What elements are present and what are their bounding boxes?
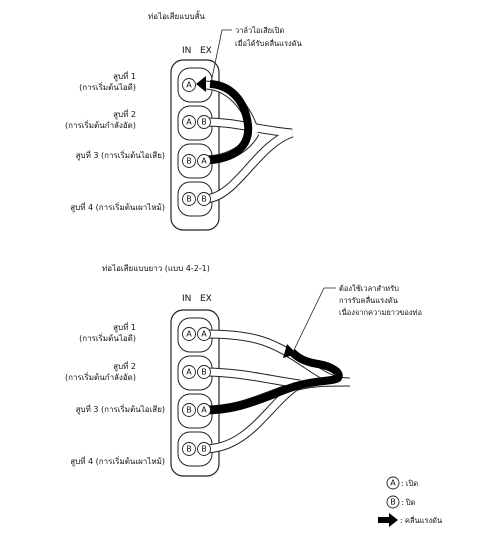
svg-text:B: B [186, 406, 192, 415]
svg-text:A: A [201, 406, 207, 415]
long-header-ex: EX [200, 294, 212, 304]
svg-text:B: B [186, 195, 192, 204]
long-cyl1-label-1: สูบที่ 1 [113, 321, 136, 333]
long-cyl1-label-2: (การเริ่มต้นไอดี) [79, 332, 136, 343]
short-title: ท่อไอเสียแบบสั้น [148, 10, 205, 21]
svg-text:A: A [186, 118, 192, 127]
long-callout-line-3: เนื่องจากความยาวของท่อ [339, 307, 422, 317]
short-valves: A A B B A B B [182, 78, 211, 206]
long-cyl2-label-1: สูบที่ 2 [113, 360, 136, 372]
svg-text:B: B [201, 445, 207, 454]
svg-text:B: B [201, 195, 207, 204]
short-callout-line-1: วาล์วไอเสียเปิด [235, 26, 284, 35]
svg-text:A: A [186, 330, 192, 339]
short-pressure-wave [196, 76, 253, 164]
legend-closed-symbol [386, 495, 400, 509]
long-title: ท่อไอเสียแบบยาว (แบบ 4-2-1) [102, 264, 210, 273]
svg-text:B: B [201, 118, 207, 127]
legend-open-symbol [386, 476, 400, 490]
svg-text:B: B [186, 445, 192, 454]
short-cyl3-label: สูบที่ 3 (การเริ่มต้นไอเสีย) [76, 149, 165, 161]
svg-text:A: A [390, 479, 396, 488]
short-cyl2-label-2: (การเริ่มต้นกำลังอัด) [65, 119, 136, 130]
svg-text:B: B [201, 368, 207, 377]
svg-text:A: A [186, 368, 192, 377]
short-header-in: IN [182, 46, 191, 56]
long-pressure-wave [203, 344, 343, 414]
svg-text:A: A [186, 81, 192, 90]
long-callout-line-1: ต้องใช้เวลาสำหรับ [339, 284, 399, 293]
svg-text:B: B [186, 157, 192, 166]
short-callout-line-2: เมื่อได้รับคลื่นแรงดัน [235, 38, 302, 48]
legend: A : เปิด B : ปิด : คลื่นแรงดัน [378, 476, 442, 527]
svg-text:B: B [390, 498, 396, 507]
long-cyl4-label: สูบที่ 4 (การเริ่มต้นเผาไหม้) [70, 455, 165, 467]
short-header-ex: EX [200, 46, 212, 56]
long-valves: A A A B B A B B [182, 327, 211, 456]
svg-text:A: A [201, 157, 207, 166]
svg-text:A: A [201, 330, 207, 339]
long-cyl3-label: สูบที่ 3 (การเริ่มต้นไอเสีย) [76, 403, 165, 415]
long-cyl2-label-2: (การเริ่มต้นกำลังอัด) [65, 371, 136, 382]
short-cyl1-label-2: (การเริ่มต้นไอดี) [79, 81, 136, 92]
legend-open-label: : เปิด [401, 479, 418, 488]
short-cyl2-label-1: สูบที่ 2 [113, 108, 136, 120]
legend-wave-label: : คลื่นแรงดัน [400, 515, 442, 525]
short-cyl1-label-1: สูบที่ 1 [113, 70, 136, 82]
legend-closed-label: : ปิด [401, 498, 416, 507]
legend-wave-arrow-icon [378, 513, 398, 527]
long-callout-line-2: การรับคลื่นแรงดัน [339, 295, 398, 305]
long-header-in: IN [182, 294, 191, 304]
short-cyl4-label: สูบที่ 4 (การเริ่มต้นเผาไหม้) [70, 201, 165, 213]
